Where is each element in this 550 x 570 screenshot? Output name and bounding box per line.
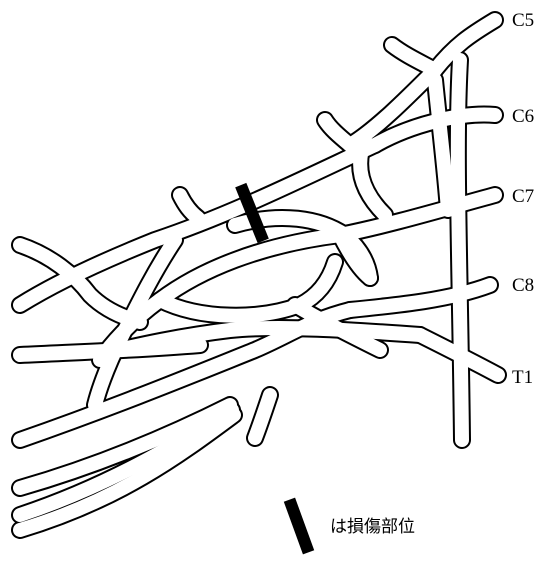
- injury-marker: [235, 182, 269, 244]
- root-label-t1: T1: [512, 367, 533, 388]
- root-label-c6: C6: [512, 106, 534, 127]
- legend: は損傷部位: [283, 497, 415, 555]
- legend-label: は損傷部位: [330, 517, 415, 537]
- root-label-c8: C8: [512, 275, 534, 296]
- root-label-c7: C7: [512, 186, 534, 207]
- root-label-c5: C5: [512, 10, 534, 31]
- nerve-outlines: [20, 20, 498, 530]
- legend-marker: [283, 497, 315, 555]
